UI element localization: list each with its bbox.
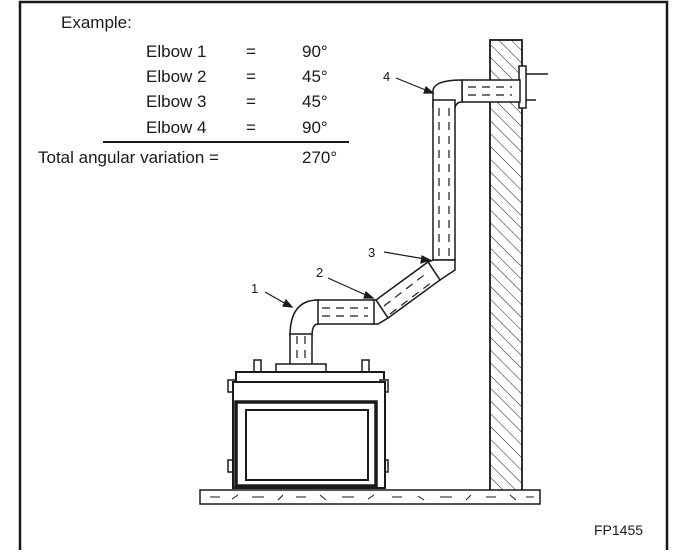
elbow-3-equals: =	[246, 92, 256, 111]
elbow-4-equals: =	[246, 118, 256, 137]
elbow-2-value: 45°	[302, 67, 328, 86]
elbow-1-value: 90°	[302, 42, 328, 61]
fireplace-unit	[227, 359, 389, 489]
figure-id: FP1455	[594, 522, 643, 538]
example-heading: Example:	[61, 13, 132, 32]
elbow-4-label: Elbow 4	[146, 118, 206, 137]
elbow-3-label: Elbow 3	[146, 92, 206, 111]
inner-flue	[296, 86, 512, 362]
total-value: 270°	[302, 148, 337, 167]
wall	[489, 39, 523, 493]
elbow-3-value: 45°	[302, 92, 328, 111]
total-label: Total angular variation =	[38, 148, 219, 167]
callout-4: 4	[383, 69, 390, 84]
elbow-1-label: Elbow 1	[146, 42, 206, 61]
elbow-4-value: 90°	[302, 118, 328, 137]
callout-1: 1	[251, 281, 258, 296]
elbow-2-label: Elbow 2	[146, 67, 206, 86]
elbow-1-equals: =	[246, 42, 256, 61]
callout-3: 3	[368, 245, 375, 260]
floor	[199, 489, 541, 505]
elbow-2-equals: =	[246, 67, 256, 86]
callout-arrows	[264, 77, 435, 308]
callout-2: 2	[316, 265, 323, 280]
